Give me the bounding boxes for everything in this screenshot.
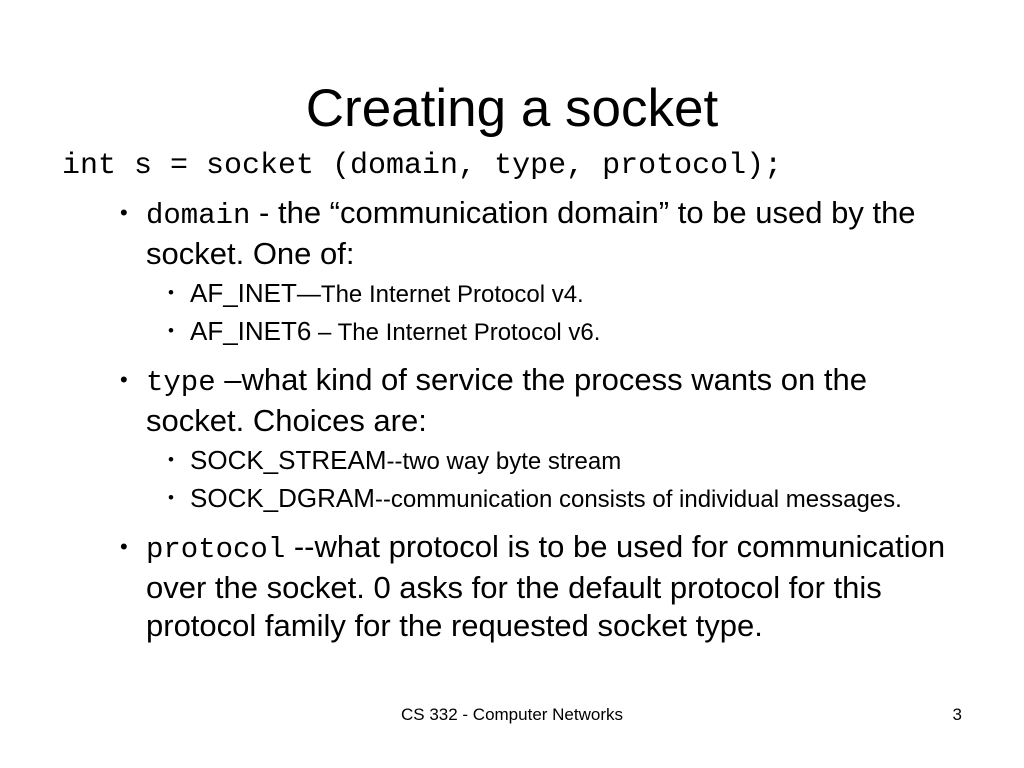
bullet-glyph-icon: •: [168, 321, 174, 340]
bullet-glyph-icon: •: [120, 534, 128, 559]
bullet-glyph-icon: •: [120, 200, 128, 225]
bullet-description-protocol: --what protocol is to be used for commun…: [146, 529, 946, 643]
bullet-term-type: type: [146, 366, 216, 399]
subbullet-group-type: • SOCK_STREAM--two way byte stream • SOC…: [0, 442, 1024, 518]
bullet-term-domain: domain: [146, 199, 251, 232]
slide-footer: CS 332 - Computer Networks 3: [0, 704, 1024, 728]
spacer: [0, 186, 1024, 192]
bullet-glyph-icon: •: [168, 450, 174, 469]
bullet-item-protocol: • protocol --what protocol is to be used…: [120, 528, 966, 645]
subbullet-term-sock-dgram: SOCK_DGRAM: [190, 483, 375, 513]
spacer: [0, 351, 1024, 359]
subbullet-item-sock-dgram: • SOCK_DGRAM--communication consists of …: [168, 480, 954, 518]
subbullet-term-sock-stream: SOCK_STREAM: [190, 445, 387, 475]
subbullet-item-af-inet: • AF_INET—The Internet Protocol v4.: [168, 275, 954, 313]
bullet-item-domain: • domain - the “communication domain” to…: [120, 194, 966, 273]
footer-page-number: 3: [952, 705, 962, 724]
subbullet-description-af-inet: —The Internet Protocol v4.: [296, 281, 584, 308]
subbullet-description-af-inet6: – The Internet Protocol v6.: [311, 319, 601, 346]
bullet-item-type: • type –what kind of service the process…: [120, 361, 966, 440]
subbullet-group-domain: • AF_INET—The Internet Protocol v4. • AF…: [0, 275, 1024, 351]
slide-body: int s = socket (domain, type, protocol);…: [0, 146, 1024, 645]
bullet-description-type: –what kind of service the process wants …: [146, 362, 867, 438]
bullet-description-domain: - the “communication domain” to be used …: [146, 195, 916, 271]
spacer: [0, 518, 1024, 526]
bullet-glyph-icon: •: [120, 367, 128, 392]
subbullet-term-af-inet6: AF_INET6: [190, 316, 312, 346]
footer-course-label: CS 332 - Computer Networks: [400, 705, 624, 724]
subbullet-item-sock-stream: • SOCK_STREAM--two way byte stream: [168, 442, 954, 480]
bullet-glyph-icon: •: [168, 283, 174, 302]
code-signature: int s = socket (domain, type, protocol);: [62, 149, 783, 183]
subbullet-item-af-inet6: • AF_INET6 – The Internet Protocol v6.: [168, 313, 954, 351]
subbullet-description-sock-dgram: --communication consists of individual m…: [374, 486, 902, 513]
bullet-term-protocol: protocol: [146, 533, 286, 566]
subbullet-description-sock-stream: --two way byte stream: [386, 448, 622, 475]
bullet-glyph-icon: •: [168, 488, 174, 507]
page-title: Creating a socket: [305, 78, 719, 138]
subbullet-term-af-inet: AF_INET: [190, 278, 297, 308]
